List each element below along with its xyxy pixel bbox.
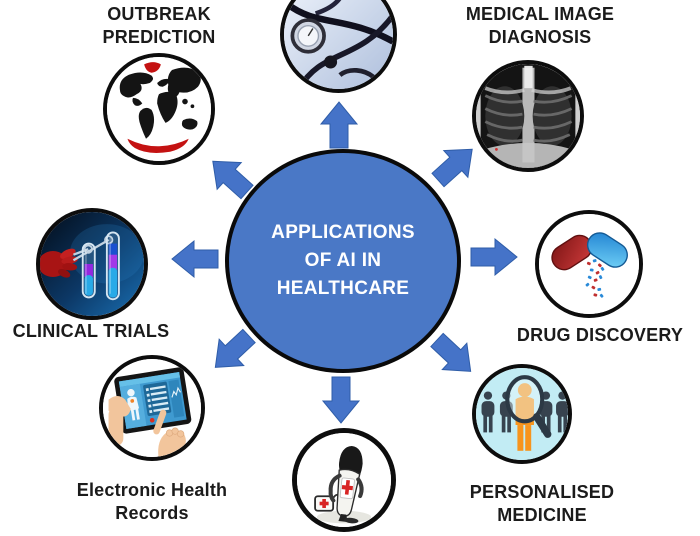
drug-discovery-label: DRUG DISCOVERY — [516, 325, 684, 345]
outbreak-prediction-label: OUTBREAK PREDICTION — [102, 4, 216, 47]
central-hub-circle: APPLICATIONS OF AI IN HEALTHCARE — [225, 149, 461, 373]
arrow-down-icon — [321, 376, 361, 424]
selected-patient-icon — [515, 383, 534, 451]
tablet-records-icon — [103, 359, 201, 457]
hub-title-line-3: HEALTHCARE — [276, 278, 410, 299]
node-outbreak-prediction — [103, 53, 215, 165]
stethoscope-icon — [284, 0, 393, 89]
world-map-icon — [107, 57, 211, 161]
node-drug-discovery — [535, 210, 643, 318]
patient-selection-icon — [476, 368, 568, 460]
node-electronic-health-records — [99, 355, 205, 461]
arrow-right-icon — [470, 237, 518, 277]
arrow-down-right-icon — [430, 332, 472, 372]
chest-xray-icon — [476, 64, 580, 168]
medical-image-diagnosis-label: MEDICAL IMAGE DIAGNOSIS — [465, 4, 615, 47]
test-tubes-icon — [40, 212, 144, 316]
node-clinical-trials — [36, 208, 148, 320]
capsule-granules — [585, 259, 605, 298]
node-stethoscope — [280, 0, 397, 93]
medical-robot-icon — [297, 433, 391, 527]
capsule-icon — [539, 214, 639, 314]
node-medical-robot — [292, 428, 396, 532]
node-personalised-medicine — [472, 364, 572, 464]
arrow-up-right-icon — [431, 148, 473, 188]
clinical-trials-label: CLINICAL TRIALS — [12, 321, 170, 341]
node-medical-image-diagnosis — [472, 60, 584, 172]
personalised-medicine-label: PERSONALISED MEDICINE — [469, 482, 615, 525]
arrow-left-icon — [171, 239, 219, 279]
hub-title-line-1: APPLICATIONS — [271, 222, 415, 243]
electronic-health-records-label: Electronic Health Records — [76, 480, 228, 523]
arrow-up-icon — [319, 101, 359, 149]
magnifier-icon — [505, 375, 552, 438]
hub-title-line-2: OF AI IN — [304, 250, 382, 271]
